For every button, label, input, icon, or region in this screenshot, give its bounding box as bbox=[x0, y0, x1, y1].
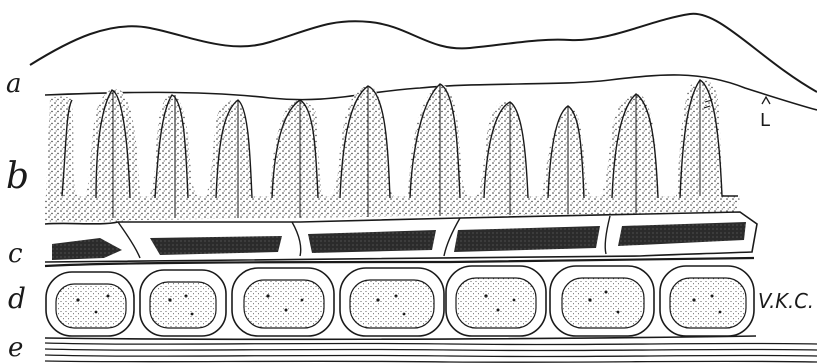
label-a: a bbox=[6, 69, 22, 99]
label-e: e bbox=[8, 333, 23, 363]
dark-band-3 bbox=[308, 230, 436, 253]
signature-vkc: V.K.C. bbox=[758, 289, 814, 313]
label-d: d bbox=[8, 282, 26, 315]
layer-d-cells bbox=[45, 258, 756, 340]
l-caret bbox=[762, 97, 770, 104]
layer-e-lines bbox=[45, 343, 817, 362]
dark-band-4 bbox=[454, 226, 600, 252]
label-l: L bbox=[760, 110, 770, 131]
label-b: b bbox=[6, 156, 29, 197]
upper-outline bbox=[30, 14, 817, 92]
dark-band-2 bbox=[150, 236, 282, 255]
label-c: c bbox=[8, 239, 23, 269]
layer-b-stippled bbox=[45, 80, 740, 224]
